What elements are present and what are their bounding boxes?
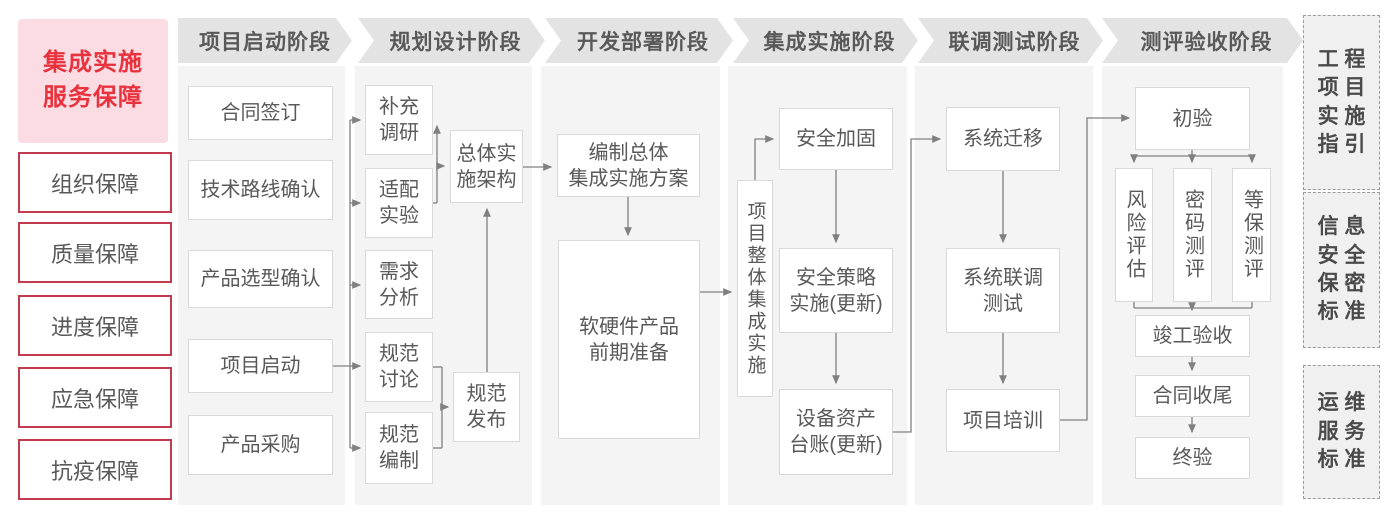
- node-product-procurement: 产品采购: [188, 415, 333, 475]
- node-system-migration: 系统迁移: [946, 107, 1060, 171]
- phase-header-integration: 集成实施阶段: [733, 18, 918, 63]
- phase-header-label: 集成实施阶段: [763, 30, 896, 54]
- phase-header-label: 测评验收阶段: [1140, 30, 1273, 54]
- sidebar-item-epidemic: 抗疫保障: [18, 439, 172, 500]
- node-project-training: 项目培训: [946, 389, 1060, 452]
- sidebar-item-organization: 组织保障: [18, 152, 172, 213]
- node-spec-release: 规范 发布: [453, 372, 520, 442]
- node-security-hardening: 安全加固: [779, 108, 893, 170]
- node-completion-acceptance: 竣工验收: [1135, 315, 1250, 357]
- phase-header-kickoff: 项目启动阶段: [178, 18, 352, 63]
- node-overall-project-integration: 项目整体集成实施: [737, 180, 773, 397]
- node-risk-assessment: 风险评估: [1115, 168, 1153, 302]
- sidebar-item-schedule: 进度保障: [18, 295, 172, 356]
- phase-header-deployment: 开发部署阶段: [545, 18, 733, 63]
- ref-box-project-implementation-guide: 工 程 项 目 实 施 指 引: [1303, 15, 1380, 190]
- node-supplementary-research: 补充 调研: [365, 85, 433, 155]
- node-adaptation-test: 适配 实验: [365, 168, 433, 238]
- node-overall-integration-plan: 编制总体 集成实施方案: [557, 134, 700, 197]
- sidebar-item-quality: 质量保障: [18, 222, 172, 283]
- ref-box-operation-service-standard: 运 维 服 务 标 准: [1303, 365, 1380, 499]
- node-requirement-analysis: 需求 分析: [365, 250, 433, 319]
- node-security-policy-update: 安全策略 实施(更新): [779, 248, 893, 333]
- ref-box-information-security-standard: 信 息 安 全 保 密 标 准: [1303, 192, 1380, 348]
- phase-header-planning: 规划设计阶段: [358, 18, 545, 63]
- sidebar-item-emergency: 应急保障: [18, 367, 172, 428]
- phase-header-label: 项目启动阶段: [199, 30, 331, 54]
- node-final-acceptance: 终验: [1135, 437, 1250, 479]
- node-tech-route-confirmation: 技术路线确认: [188, 160, 333, 220]
- node-spec-compilation: 规范 编制: [365, 412, 433, 484]
- phase-header-testing: 联调测试阶段: [918, 18, 1103, 63]
- node-contract-signing: 合同签订: [188, 86, 333, 140]
- node-asset-ledger-update: 设备资产 台账(更新): [779, 389, 893, 475]
- node-hardware-software-preparation: 软硬件产品 前期准备: [558, 240, 700, 439]
- node-product-selection: 产品选型确认: [188, 250, 333, 308]
- phase-header-label: 联调测试阶段: [948, 30, 1081, 54]
- node-mlps-evaluation: 等保测评: [1232, 168, 1271, 302]
- node-contract-closure: 合同收尾: [1135, 375, 1250, 417]
- node-spec-discussion: 规范 讨论: [365, 332, 433, 402]
- sidebar-title: 集成实施 服务保障: [18, 19, 168, 143]
- node-initial-acceptance: 初验: [1135, 87, 1250, 150]
- phase-header-label: 规划设计阶段: [389, 30, 522, 54]
- phase-header-acceptance: 测评验收阶段: [1102, 18, 1303, 63]
- node-crypto-evaluation: 密码测评: [1173, 168, 1212, 302]
- node-project-kickoff: 项目启动: [188, 339, 333, 393]
- node-overall-architecture: 总体实 施架构: [450, 130, 523, 203]
- node-system-joint-testing: 系统联调 测试: [946, 248, 1060, 333]
- phase-header-label: 开发部署阶段: [577, 30, 709, 54]
